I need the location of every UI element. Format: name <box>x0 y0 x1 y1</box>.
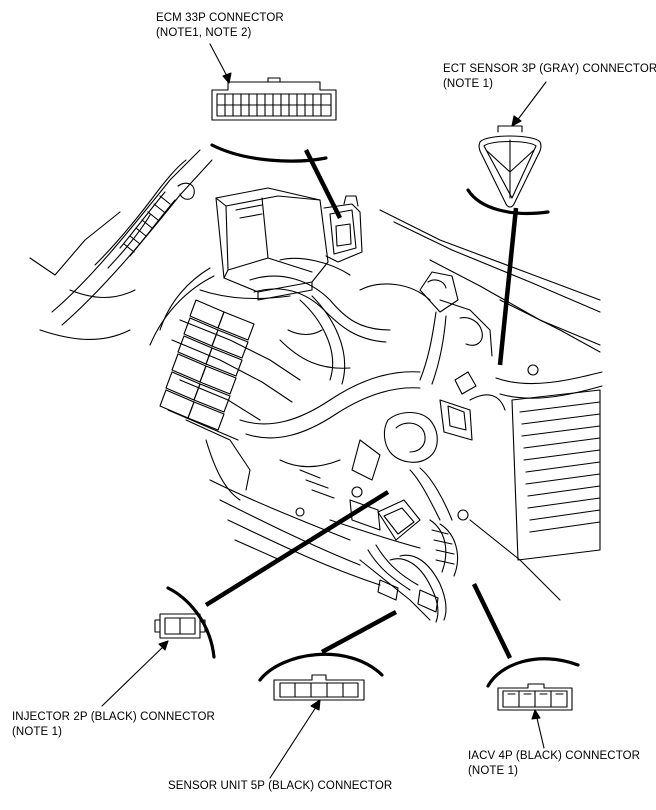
throttle-body <box>295 271 539 531</box>
side-grille <box>469 371 603 601</box>
ect-connector-title: ECT SENSOR 3P (GRAY) CONNECTOR <box>443 63 656 75</box>
engine-illustration <box>29 149 603 623</box>
harness-tubes <box>239 257 421 439</box>
sensor-unit-5p-connector-icon <box>273 674 365 701</box>
ecm-unit <box>215 187 363 301</box>
ect-3p-connector-icon <box>478 125 542 208</box>
iacv-connector-note: (NOTE 1) <box>468 765 518 777</box>
sensor-unit-connector-title: SENSOR UNIT 5P (BLACK) CONNECTOR <box>168 780 393 792</box>
cylinder-head <box>149 267 301 501</box>
ecm-connector-note: (NOTE1, NOTE 2) <box>156 27 252 39</box>
lower-harness <box>367 499 458 623</box>
pointer-arrows <box>101 43 547 779</box>
leader-lines <box>204 148 519 659</box>
frame-hose <box>119 182 195 257</box>
iacv-connector-title: IACV 4P (BLACK) CONNECTOR <box>468 750 641 762</box>
injector-2p-connector-icon <box>154 613 206 639</box>
injector-connector-title: INJECTOR 2P (BLACK) CONNECTOR <box>12 711 215 723</box>
ecm-connector-title: ECM 33P CONNECTOR <box>156 12 284 24</box>
iacv-4p-connector-icon <box>497 683 573 711</box>
injector-connector-note: (NOTE 1) <box>12 726 62 738</box>
ect-connector-note: (NOTE 1) <box>443 78 493 90</box>
callout-arcs <box>166 143 580 688</box>
ecm-33p-connector-icon <box>211 77 337 121</box>
